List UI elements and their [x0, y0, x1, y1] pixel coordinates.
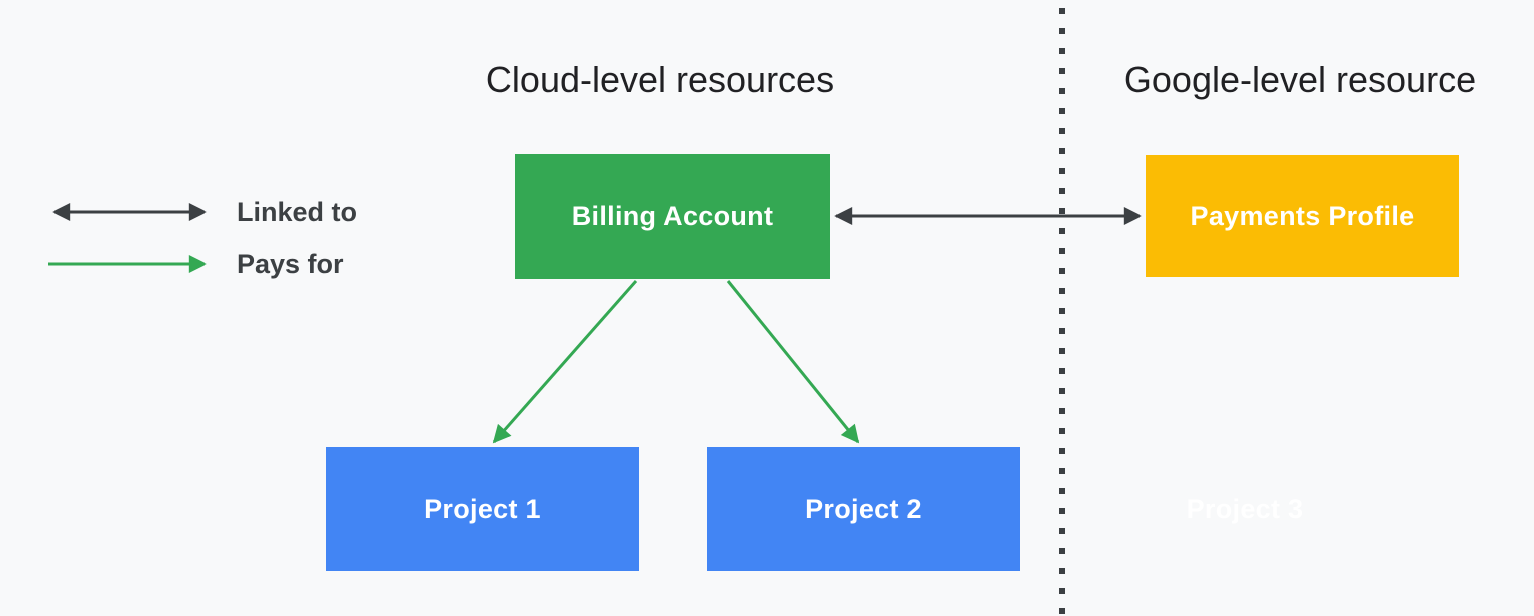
cloud-level-region-title: Cloud-level resources [485, 59, 835, 100]
edge-pays-for-project2-arrow [726, 280, 860, 444]
node-project-1-label: Project 1 [424, 493, 541, 524]
legend-label-linked-to: Linked to [237, 197, 357, 227]
node-project-1: Project 1 [326, 447, 639, 571]
node-payments-profile-label: Payments Profile [1190, 200, 1415, 231]
node-project-2-label: Project 2 [805, 493, 922, 524]
node-billing-account: Billing Account [515, 154, 830, 279]
legend-label-pays-for: Pays for [237, 249, 344, 279]
edge-pays-for-project1-arrow [492, 280, 638, 444]
node-project-2: Project 2 [707, 447, 1020, 571]
node-project-3-label: Project 3 [1186, 493, 1304, 524]
google-level-region-title: Google-level resource [1123, 59, 1477, 100]
node-project-3: Project 3 [1105, 447, 1385, 571]
node-payments-profile: Payments Profile [1146, 155, 1459, 277]
node-billing-account-label: Billing Account [571, 201, 774, 231]
